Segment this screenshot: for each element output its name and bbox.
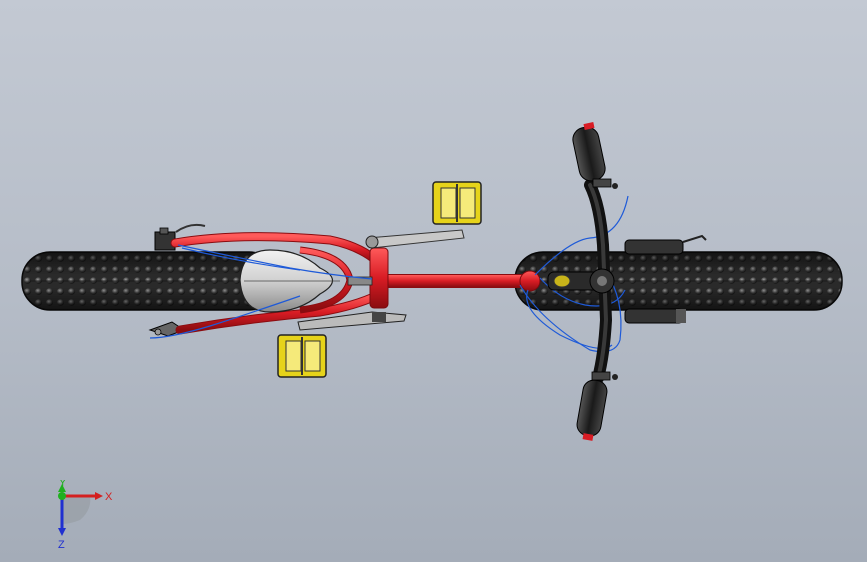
saddle[interactable] xyxy=(239,249,373,313)
pedal-bottom[interactable] xyxy=(277,334,327,378)
x-axis-arrowhead xyxy=(95,492,103,500)
z-axis-arrowhead xyxy=(58,528,66,536)
y-axis-dot xyxy=(58,492,66,500)
y-axis-label: Y xyxy=(59,480,67,489)
stem[interactable] xyxy=(547,268,615,294)
cables xyxy=(149,195,629,353)
orientation-triad: X Z Y xyxy=(58,480,113,550)
pedal-top[interactable] xyxy=(432,181,482,225)
crankset[interactable] xyxy=(297,229,465,331)
z-axis-label: Z xyxy=(58,539,65,550)
x-axis-label: X xyxy=(105,491,113,503)
rear-tire[interactable] xyxy=(21,251,278,311)
front-fork[interactable] xyxy=(624,234,707,324)
front-tire[interactable] xyxy=(514,251,843,311)
